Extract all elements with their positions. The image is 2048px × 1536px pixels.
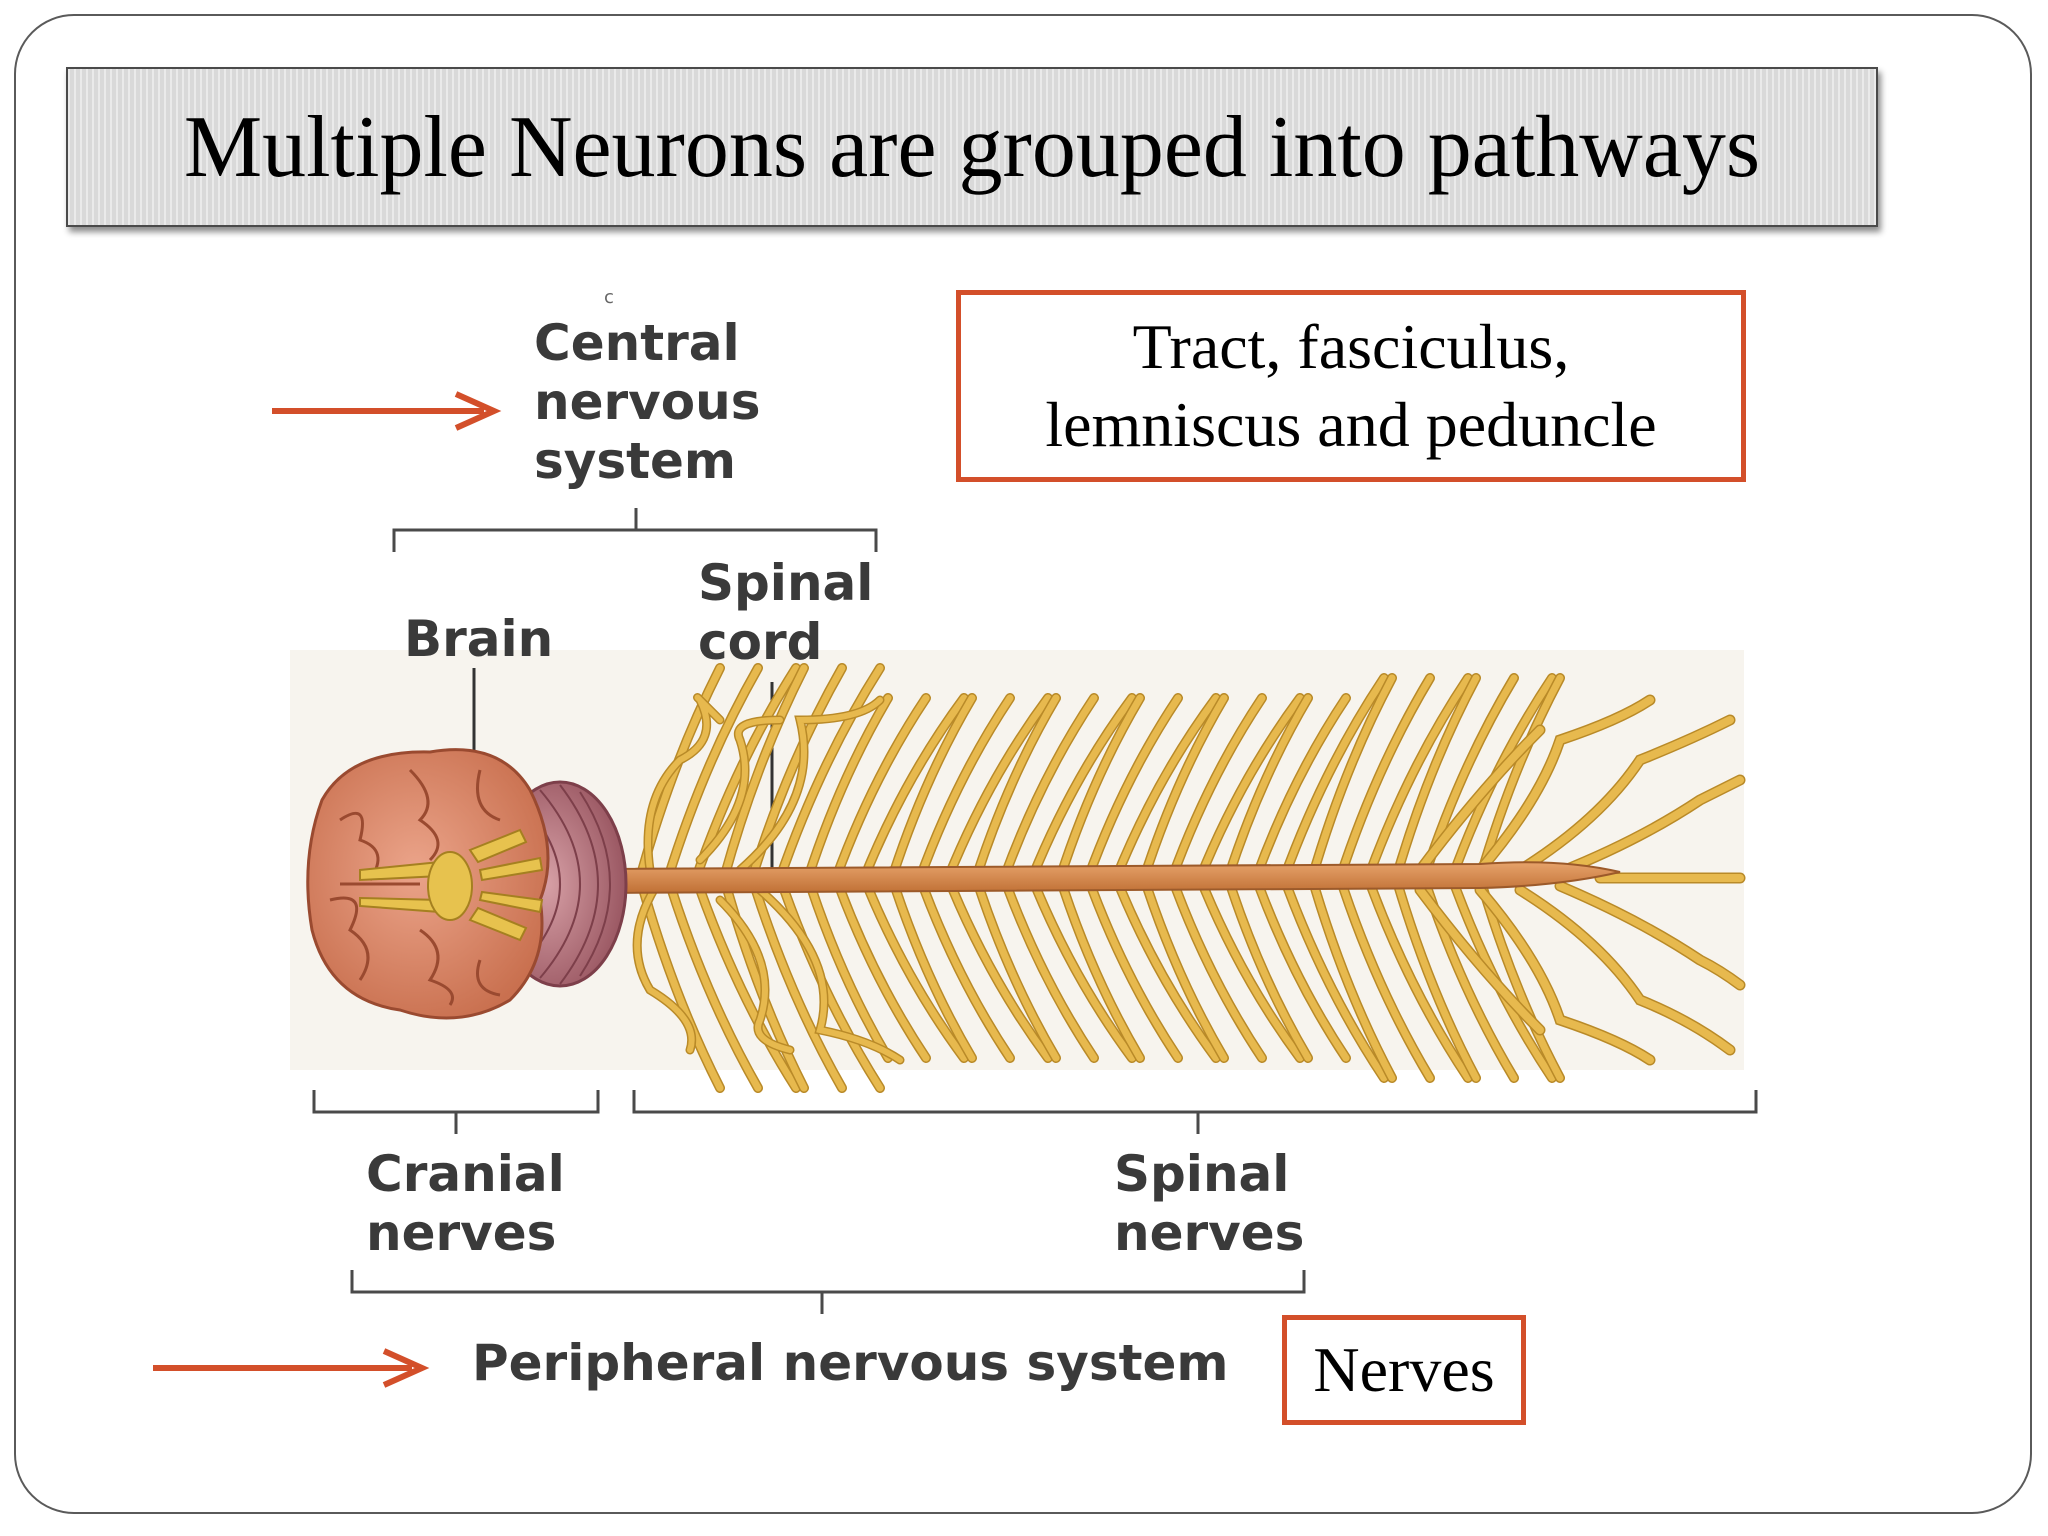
spinal-nerve [1476,696,1654,874]
title-bar: Multiple Neurons are grouped into pathwa… [66,67,1878,227]
spinal-nerve [972,694,1060,882]
spinal-nerve [860,874,968,1062]
spinal-nerve [1280,874,1388,1082]
spinal-nerve [832,874,930,1062]
spinal-nerve [1476,886,1654,1064]
spinal-nerve [1000,874,1098,1062]
spinal-cord-label-line-2: cord [698,613,823,671]
spinal-nerve [944,874,1052,1062]
spinal-nerve [1308,674,1396,882]
spinal-nerves-label-line-1: Spinal [1114,1145,1290,1203]
spinal-nerve [1556,776,1744,876]
cranial-nerves-bracket [312,1090,600,1134]
spinal-nerve [692,874,800,1092]
spinal-nerve [1196,694,1304,882]
stray-mark: c [604,287,614,308]
nerves-callout-box: Nerves [1282,1315,1526,1425]
cranial-nerves-label-line-1: Cranial [366,1145,565,1203]
spinal-nerves-label: Spinal nerves [1114,1145,1304,1263]
spinal-nerve [1416,886,1544,1034]
spinal-nerve [1000,694,1098,882]
spinal-nerve [1364,874,1472,1082]
cranial-nerves-shape [359,828,544,942]
spinal-nerve [1168,694,1266,882]
nerves-callout-label: Nerves [1313,1334,1495,1405]
spinal-nerve [776,664,884,882]
spinal-nerve [1252,694,1350,882]
spinal-nerve [634,877,695,1053]
spinal-nerve [1224,694,1312,882]
spinal-nerve [888,874,976,1062]
right-arrow-icon [153,1348,430,1388]
spinal-nerve [832,694,930,882]
spinal-nerve [1336,874,1434,1082]
spinal-nerve [1028,874,1136,1062]
pns-bracket [350,1270,1306,1314]
spinal-nerve [720,664,808,882]
spinal-nerve [1476,674,1564,882]
spinal-nerve [1224,874,1312,1062]
spinal-nerve [1336,674,1434,882]
spinal-nerve [916,694,1014,882]
tract-callout-box: Tract, fasciculus, lemniscus and peduncl… [956,290,1746,482]
spinal-nerve [1056,874,1144,1062]
spinal-nerve [1084,874,1182,1062]
spinal-nerve [1516,716,1734,874]
spinal-nerves-label-line-2: nerves [1114,1204,1305,1262]
tract-callout-line-2: lemniscus and peduncle [1045,389,1657,460]
spinal-nerve [1516,886,1734,1054]
spinal-nerve [1112,874,1220,1062]
spinal-cord-label-line-1: Spinal [698,554,874,612]
cns-label-line-2: nervous [534,373,761,431]
spinal-nerves-illustration [632,663,1746,1093]
spinal-nerve [1168,874,1266,1062]
spinal-nerve [1112,694,1220,882]
spinal-nerve [1056,694,1144,882]
spinal-nerve [1140,874,1228,1062]
spinal-cord-shape [599,861,1621,895]
right-arrow-icon [272,391,502,431]
spinal-nerve [804,694,892,882]
spinal-cord-label: Spinal cord [698,554,873,672]
peripheral-nervous-system-label: Peripheral nervous system [472,1334,1229,1392]
cranial-nerves-label-line-2: nerves [366,1204,557,1262]
spinal-nerve [1416,726,1544,874]
central-nervous-system-label: Central nervous system [534,314,760,491]
spinal-nerve [748,874,846,1092]
spinal-nerve [1392,674,1480,882]
spinal-nerve [664,874,762,1092]
spinal-nerve [645,694,723,873]
cns-label-line-3: system [534,432,737,490]
spinal-nerve [972,874,1060,1062]
spinal-nerve [1196,874,1304,1062]
cns-bracket [392,508,878,552]
spinal-nerve [888,694,976,882]
spinal-nerve [860,694,968,882]
cranial-nerves-label: Cranial nerves [366,1145,565,1263]
spinal-nerve [697,717,783,863]
brain-label: Brain [404,610,554,668]
spinal-nerve [1280,674,1388,882]
spinal-nerve [717,897,793,1053]
spinal-nerve [916,874,1014,1062]
spinal-nerves-bracket [632,1090,1758,1134]
spinal-nerve [804,874,892,1062]
spinal-nerve [1028,694,1136,882]
spinal-nerve [944,694,1052,882]
tract-callout-line-1: Tract, fasciculus, [1132,311,1570,382]
spinal-nerve [757,887,903,1063]
spinal-nerve [664,664,762,882]
slide-title: Multiple Neurons are grouped into pathwa… [183,98,1761,196]
cns-label-line-1: Central [534,314,740,372]
spinal-nerve [1556,882,1744,989]
spinal-nerve [1364,674,1472,882]
spinal-nerve [1252,874,1350,1062]
spinal-nerve [737,697,883,873]
spinal-nerve [1308,874,1396,1082]
spinal-nerve [1392,874,1480,1082]
spinal-nerve [1084,694,1182,882]
spinal-nerve [1140,694,1228,882]
